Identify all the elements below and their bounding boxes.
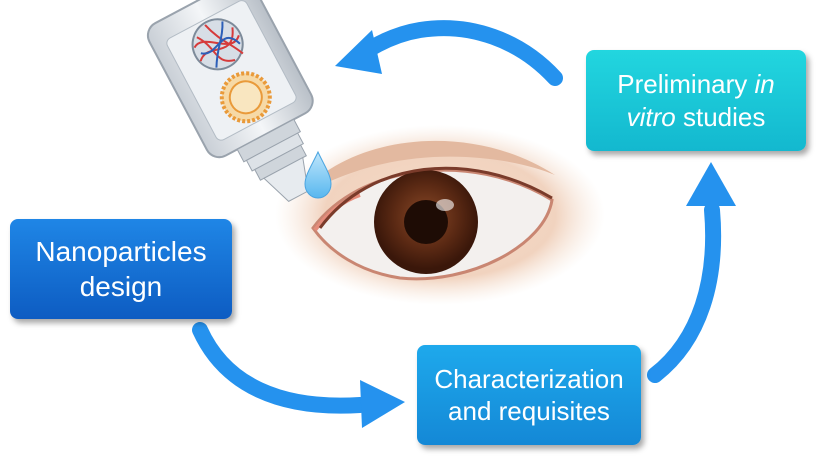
arrow-top: [352, 20, 563, 86]
arrow-top-head: [335, 30, 382, 74]
arrow-right: [647, 202, 722, 383]
preliminary-line2: vitro studies: [617, 101, 775, 134]
liposome-icon: [219, 71, 272, 124]
arrow-bottom-head: [360, 380, 405, 428]
preliminary-line2-b: studies: [675, 101, 766, 132]
characterization-line1: Characterization: [434, 363, 624, 394]
preliminary-line1-a: Preliminary: [617, 69, 755, 99]
characterization-box: Characterization and requisites: [417, 345, 641, 445]
nanoparticles-line1: Nanoparticles: [35, 236, 207, 267]
preliminary-studies-box: Preliminary in vitro studies: [586, 50, 806, 151]
preliminary-line1: Preliminary in: [617, 68, 775, 101]
arrow-bottom: [192, 322, 368, 414]
pupil: [404, 200, 448, 244]
preliminary-line2-a: vitro: [626, 101, 676, 132]
eye-icon: [275, 125, 605, 305]
preliminary-line1-b: in: [754, 69, 775, 99]
cycle-arrows: [192, 20, 736, 428]
eye-drop-bottle-icon: [146, 0, 314, 202]
nanoparticles-line2: design: [79, 271, 163, 302]
nanoparticle-sphere-icon: [191, 18, 244, 71]
droplet-icon: [304, 150, 332, 199]
arrow-right-head: [686, 162, 736, 206]
characterization-line2: and requisites: [448, 396, 610, 426]
nanoparticles-design-box: Nanoparticles design: [10, 219, 232, 319]
